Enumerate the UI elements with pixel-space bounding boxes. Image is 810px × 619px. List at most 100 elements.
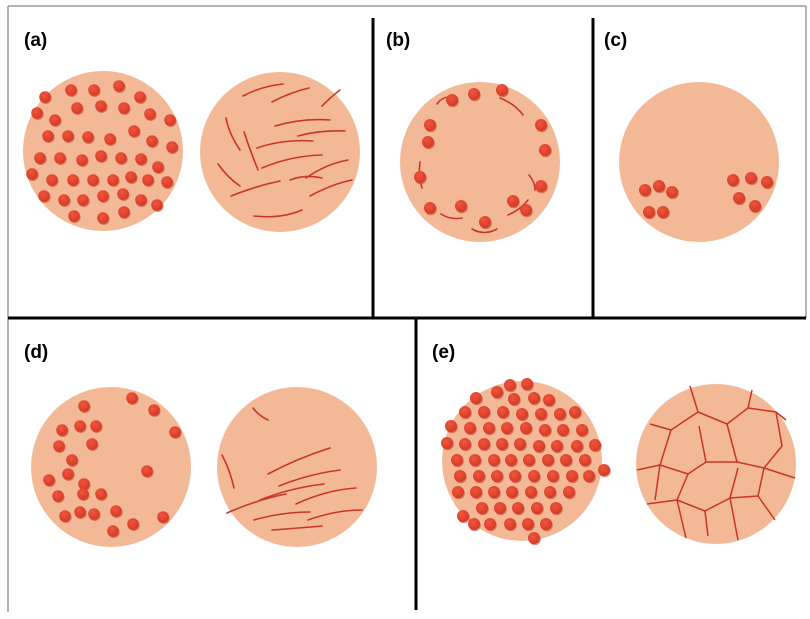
dot	[113, 80, 125, 92]
panel-e	[441, 378, 796, 545]
dot	[535, 408, 547, 420]
dot	[38, 190, 50, 202]
dot	[525, 486, 537, 498]
dot	[476, 502, 488, 514]
dot	[643, 206, 655, 218]
dot	[455, 200, 467, 212]
dot	[74, 506, 86, 518]
dot	[424, 202, 436, 214]
dot	[166, 141, 178, 153]
dot	[657, 206, 669, 218]
dot	[77, 488, 89, 500]
dot	[95, 100, 107, 112]
dot	[478, 406, 490, 418]
dot	[142, 174, 154, 186]
dot	[576, 424, 588, 436]
dot	[653, 180, 665, 192]
dot	[53, 440, 65, 452]
dot	[514, 438, 526, 450]
dot	[469, 454, 481, 466]
dot	[134, 91, 146, 103]
dot	[128, 125, 140, 137]
dot	[445, 420, 457, 432]
dot	[547, 470, 559, 482]
dot	[598, 464, 610, 476]
dot	[68, 210, 80, 222]
dot	[446, 94, 458, 106]
dot	[539, 144, 551, 156]
panel-c	[619, 82, 779, 242]
dot	[34, 152, 46, 164]
dot	[97, 212, 109, 224]
dot	[535, 180, 547, 192]
dot	[528, 532, 540, 544]
dot	[54, 152, 66, 164]
dot	[491, 386, 503, 398]
dot	[479, 216, 491, 228]
dot	[87, 174, 99, 186]
dot	[508, 393, 520, 405]
dot	[470, 392, 482, 404]
dot	[88, 84, 100, 96]
panel-label-a: (a)	[24, 30, 47, 51]
dot	[478, 438, 490, 450]
dot	[95, 488, 107, 500]
dot	[589, 439, 601, 451]
dot	[125, 171, 137, 183]
panel-d-dots-disc	[31, 387, 191, 547]
dot	[551, 440, 563, 452]
dot	[506, 486, 518, 498]
dot	[470, 486, 482, 498]
dot	[544, 486, 556, 498]
dot	[522, 518, 534, 530]
panel-label-e: (e)	[432, 342, 455, 363]
dot	[459, 406, 471, 418]
dot	[454, 470, 466, 482]
dot	[90, 420, 102, 432]
dot	[26, 168, 38, 180]
panel-label-d: (d)	[24, 342, 48, 363]
panel-b	[400, 82, 560, 242]
dot	[727, 174, 739, 186]
panel-a-dots-disc	[23, 71, 183, 231]
dot	[563, 486, 575, 498]
disc	[200, 72, 360, 232]
dot	[135, 194, 147, 206]
dot	[521, 378, 533, 390]
dot	[161, 176, 173, 188]
dot	[516, 408, 528, 420]
panel-d-fibers-disc	[217, 387, 377, 547]
dot	[148, 404, 160, 416]
dot	[520, 422, 532, 434]
dot	[761, 176, 773, 188]
panel-a	[23, 71, 360, 232]
dot	[52, 490, 64, 502]
dot	[104, 133, 116, 145]
dot	[82, 131, 94, 143]
panel-a-fibers-disc	[200, 72, 360, 232]
dot	[144, 108, 156, 120]
dot	[62, 130, 74, 142]
dot	[504, 379, 516, 391]
dot	[78, 400, 90, 412]
dot	[441, 437, 453, 449]
dot	[539, 424, 551, 436]
panel-label-b: (b)	[386, 30, 410, 51]
dot	[146, 135, 158, 147]
dot	[424, 119, 436, 131]
dot	[31, 107, 43, 119]
dot	[484, 518, 496, 530]
dot	[535, 119, 547, 131]
dot	[468, 88, 480, 100]
dot	[666, 186, 678, 198]
dot	[533, 440, 545, 452]
dot	[58, 194, 70, 206]
dot	[583, 470, 595, 482]
dot	[39, 91, 51, 103]
dot	[452, 486, 464, 498]
dot	[152, 161, 164, 173]
dot	[71, 102, 83, 114]
dot	[509, 470, 521, 482]
dot	[571, 440, 583, 452]
dot	[118, 206, 130, 218]
